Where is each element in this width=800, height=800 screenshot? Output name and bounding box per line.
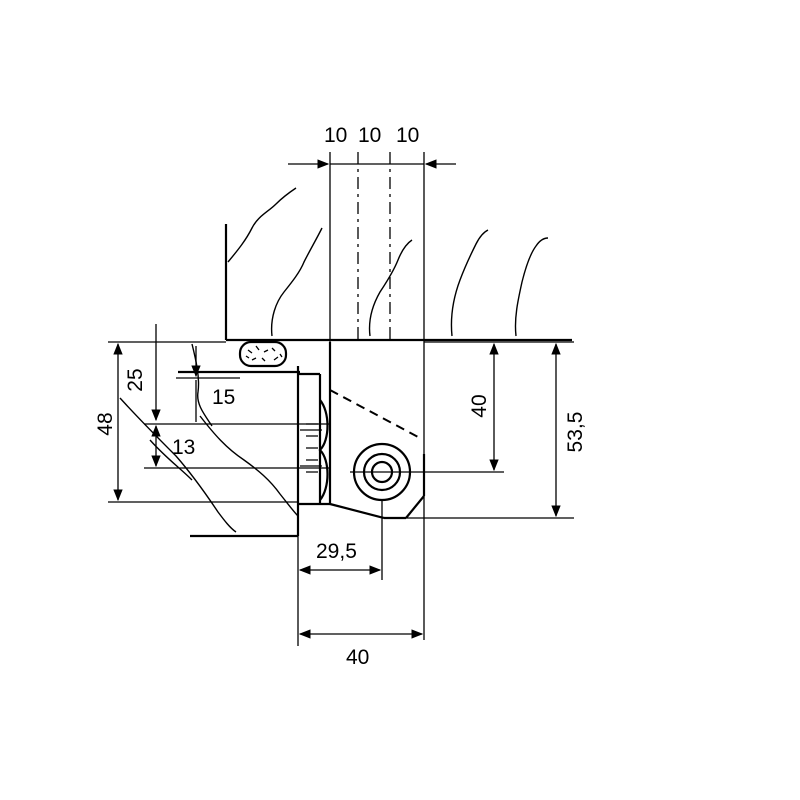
sealing-bead (238, 340, 288, 368)
hinge-body (296, 342, 426, 536)
dim-right-40: 40 (468, 394, 491, 417)
dim-left-48: 48 (94, 412, 117, 435)
dim-top-10-a: 10 (324, 124, 347, 147)
top-dimension-group: 10 10 10 (288, 124, 456, 640)
upper-wood-panel (224, 187, 572, 342)
dim-left-13: 13 (172, 436, 195, 459)
bottom-dimension-group: 29,5 40 (297, 500, 424, 669)
dim-top-10-b: 10 (358, 124, 381, 147)
dim-bottom-40: 40 (346, 646, 369, 669)
dim-left-25: 25 (124, 368, 147, 391)
right-dimension-group: 40 53,5 (350, 341, 587, 519)
dim-left-15: 15 (212, 386, 235, 409)
dim-right-53-5: 53,5 (564, 412, 587, 453)
dim-bottom-29-5: 29,5 (316, 540, 357, 563)
lower-wood-frame (119, 343, 300, 538)
left-dimension-group: 48 25 15 13 (94, 324, 330, 503)
dim-top-10-c: 10 (396, 124, 419, 147)
